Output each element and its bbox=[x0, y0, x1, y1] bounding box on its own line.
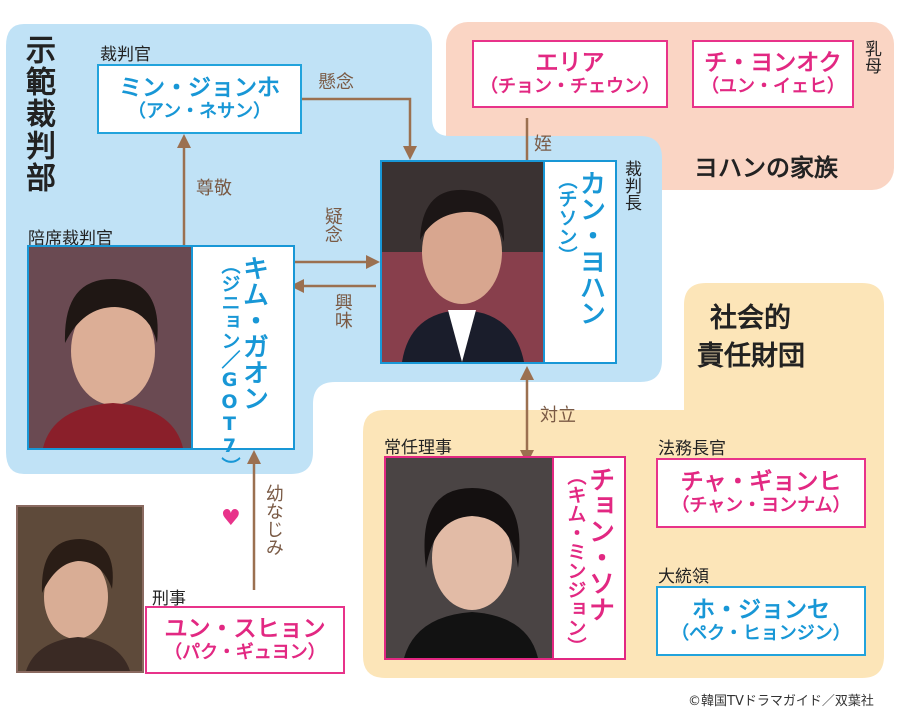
foundation-title-line1: 社会的 bbox=[710, 303, 791, 334]
yoon-portrait-icon bbox=[18, 507, 142, 671]
kang-photo bbox=[380, 160, 545, 364]
chi-name-box: チ・ヨンオク （ユン・イェヒ） bbox=[692, 40, 854, 108]
chi-role-label: 乳母 bbox=[861, 40, 881, 74]
relation-sonkei: 尊敬 bbox=[196, 178, 232, 199]
cha-name-box: チャ・ギョンヒ （チャン・ヨンナム） bbox=[656, 458, 866, 528]
jung-name-box: チョン・ソナ （キム・ミンジョン） bbox=[552, 456, 626, 660]
court-title: 示範裁判部 bbox=[20, 34, 55, 194]
elia-actor: （チョン・チェウン） bbox=[480, 75, 660, 97]
yoon-role-label: 刑事 bbox=[152, 589, 186, 609]
relation-kenen: 懸念 bbox=[318, 72, 354, 93]
kang-name-box: カン・ヨハン （チソン） bbox=[543, 160, 617, 364]
elia-name-box: エリア （チョン・チェウン） bbox=[472, 40, 668, 108]
ho-name-box: ホ・ジョンセ （ペク・ヒョンジン） bbox=[656, 586, 866, 656]
yoon-name: ユン・スヒョン bbox=[164, 616, 326, 643]
kim-name: キム・ガオン bbox=[238, 255, 269, 411]
kim-role-label: 陪席裁判官 bbox=[28, 229, 113, 249]
kang-name: カン・ヨハン bbox=[575, 170, 606, 326]
copyright-credit: ©韓国TVドラマガイド／双葉社 bbox=[688, 694, 874, 709]
cha-name: チャ・ギョンヒ bbox=[680, 469, 842, 496]
kim-photo bbox=[27, 245, 193, 450]
cha-role-label: 法務長官 bbox=[658, 439, 726, 459]
relation-kyomi: 興味 bbox=[331, 293, 353, 329]
yoon-name-box: ユン・スヒョン （パク・ギュヨン） bbox=[145, 606, 345, 674]
jung-name: チョン・ソナ bbox=[584, 466, 615, 622]
min-name: ミン・ジョンホ bbox=[119, 75, 280, 102]
jung-actor: （キム・ミンジョン） bbox=[564, 466, 587, 656]
arrow-kenen bbox=[302, 97, 412, 148]
kim-actor: （ジニョン／GOT7） bbox=[218, 255, 241, 476]
kim-portrait-icon bbox=[29, 247, 191, 448]
yoon-actor: （パク・ギュヨン） bbox=[164, 641, 326, 663]
yoon-photo bbox=[16, 505, 144, 673]
heart-icon: ♥ bbox=[221, 506, 241, 531]
elia-name: エリア bbox=[535, 50, 605, 77]
arrowhead-sonkei bbox=[177, 134, 191, 148]
family-title: ヨハンの家族 bbox=[694, 154, 838, 182]
arrowhead-tairitsu-up bbox=[520, 366, 534, 380]
relation-mei: 姪 bbox=[534, 134, 552, 155]
foundation-title-line2: 責任財団 bbox=[697, 341, 805, 372]
cha-actor: （チャン・ヨンナム） bbox=[671, 494, 851, 516]
arrowhead-osananajimi bbox=[247, 450, 261, 464]
ho-role-label: 大統領 bbox=[658, 567, 709, 587]
arrowhead-kyomi bbox=[290, 279, 304, 293]
kang-portrait-icon bbox=[382, 162, 543, 362]
relation-tairitsu: 対立 bbox=[540, 405, 576, 426]
min-role-label: 裁判官 bbox=[100, 45, 151, 65]
ho-name: ホ・ジョンセ bbox=[692, 597, 830, 624]
min-name-box: ミン・ジョンホ （アン・ネサン） bbox=[97, 64, 302, 134]
arrowhead-kenen bbox=[403, 146, 417, 160]
chi-name: チ・ヨンオク bbox=[704, 50, 842, 77]
relation-ginen: 疑念 bbox=[321, 207, 343, 243]
jung-role-label: 常任理事 bbox=[384, 438, 452, 458]
arrowhead-ginen bbox=[366, 255, 380, 269]
chi-actor: （ユン・イェヒ） bbox=[701, 75, 845, 97]
kang-actor: （チソン） bbox=[555, 170, 578, 265]
min-actor: （アン・ネサン） bbox=[127, 100, 272, 122]
jung-photo bbox=[384, 456, 554, 660]
relation-osananajimi: 幼なじみ bbox=[262, 484, 284, 556]
jung-portrait-icon bbox=[386, 458, 552, 658]
ho-actor: （ペク・ヒョンジン） bbox=[671, 622, 851, 644]
kang-role-label: 裁判長 bbox=[621, 160, 641, 211]
kim-name-box: キム・ガオン （ジニョン／GOT7） bbox=[191, 245, 295, 476]
